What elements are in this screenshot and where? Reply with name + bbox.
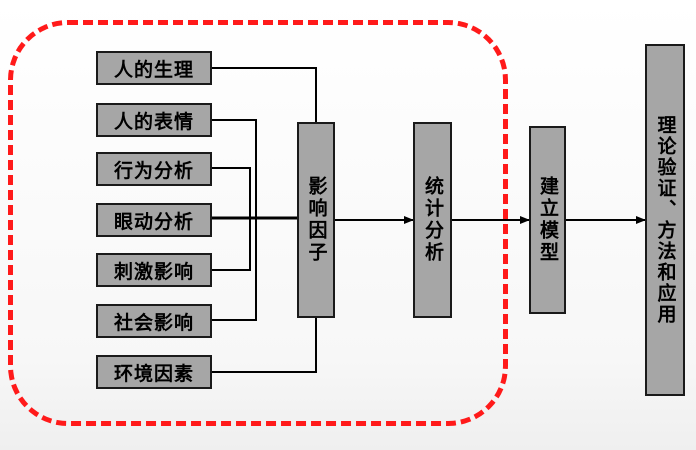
factor-box-stimulus: 刺激影响	[96, 253, 212, 287]
line-factor-1	[212, 67, 317, 122]
factor-box-expression: 人的表情	[96, 103, 212, 137]
line-factor-2	[212, 119, 257, 218]
model-building-label: 建立模型	[537, 176, 559, 264]
factor-box-eye-tracking: 眼动分析	[96, 203, 212, 237]
statistical-analysis-box: 统计分析	[413, 122, 452, 318]
model-building-box: 建立模型	[529, 126, 566, 314]
theory-application-box: 理论验证、方法和应用	[645, 44, 685, 396]
highlight-region	[8, 20, 508, 426]
factor-box-social: 社会影响	[96, 304, 212, 338]
factor-label: 环境因素	[113, 362, 194, 385]
line-factor-3	[212, 167, 251, 218]
factor-label: 刺激影响	[113, 260, 194, 283]
influence-factor-box: 影响因子	[297, 122, 335, 318]
statistical-analysis-label: 统计分析	[422, 176, 444, 264]
factor-label: 社会影响	[113, 311, 194, 334]
factor-label: 眼动分析	[113, 210, 194, 233]
line-factor-5	[212, 218, 251, 271]
factor-label: 人的表情	[113, 110, 194, 133]
factor-label: 行为分析	[113, 159, 194, 182]
factor-box-environment: 环境因素	[96, 355, 212, 389]
factor-box-behavior: 行为分析	[96, 152, 212, 186]
line-factor-6	[212, 218, 257, 321]
factor-label: 人的生理	[113, 58, 194, 81]
influence-factor-label: 影响因子	[305, 176, 328, 264]
line-factor-7	[212, 318, 317, 373]
factor-box-physiology: 人的生理	[96, 51, 212, 85]
theory-application-label: 理论验证、方法和应用	[654, 115, 677, 325]
